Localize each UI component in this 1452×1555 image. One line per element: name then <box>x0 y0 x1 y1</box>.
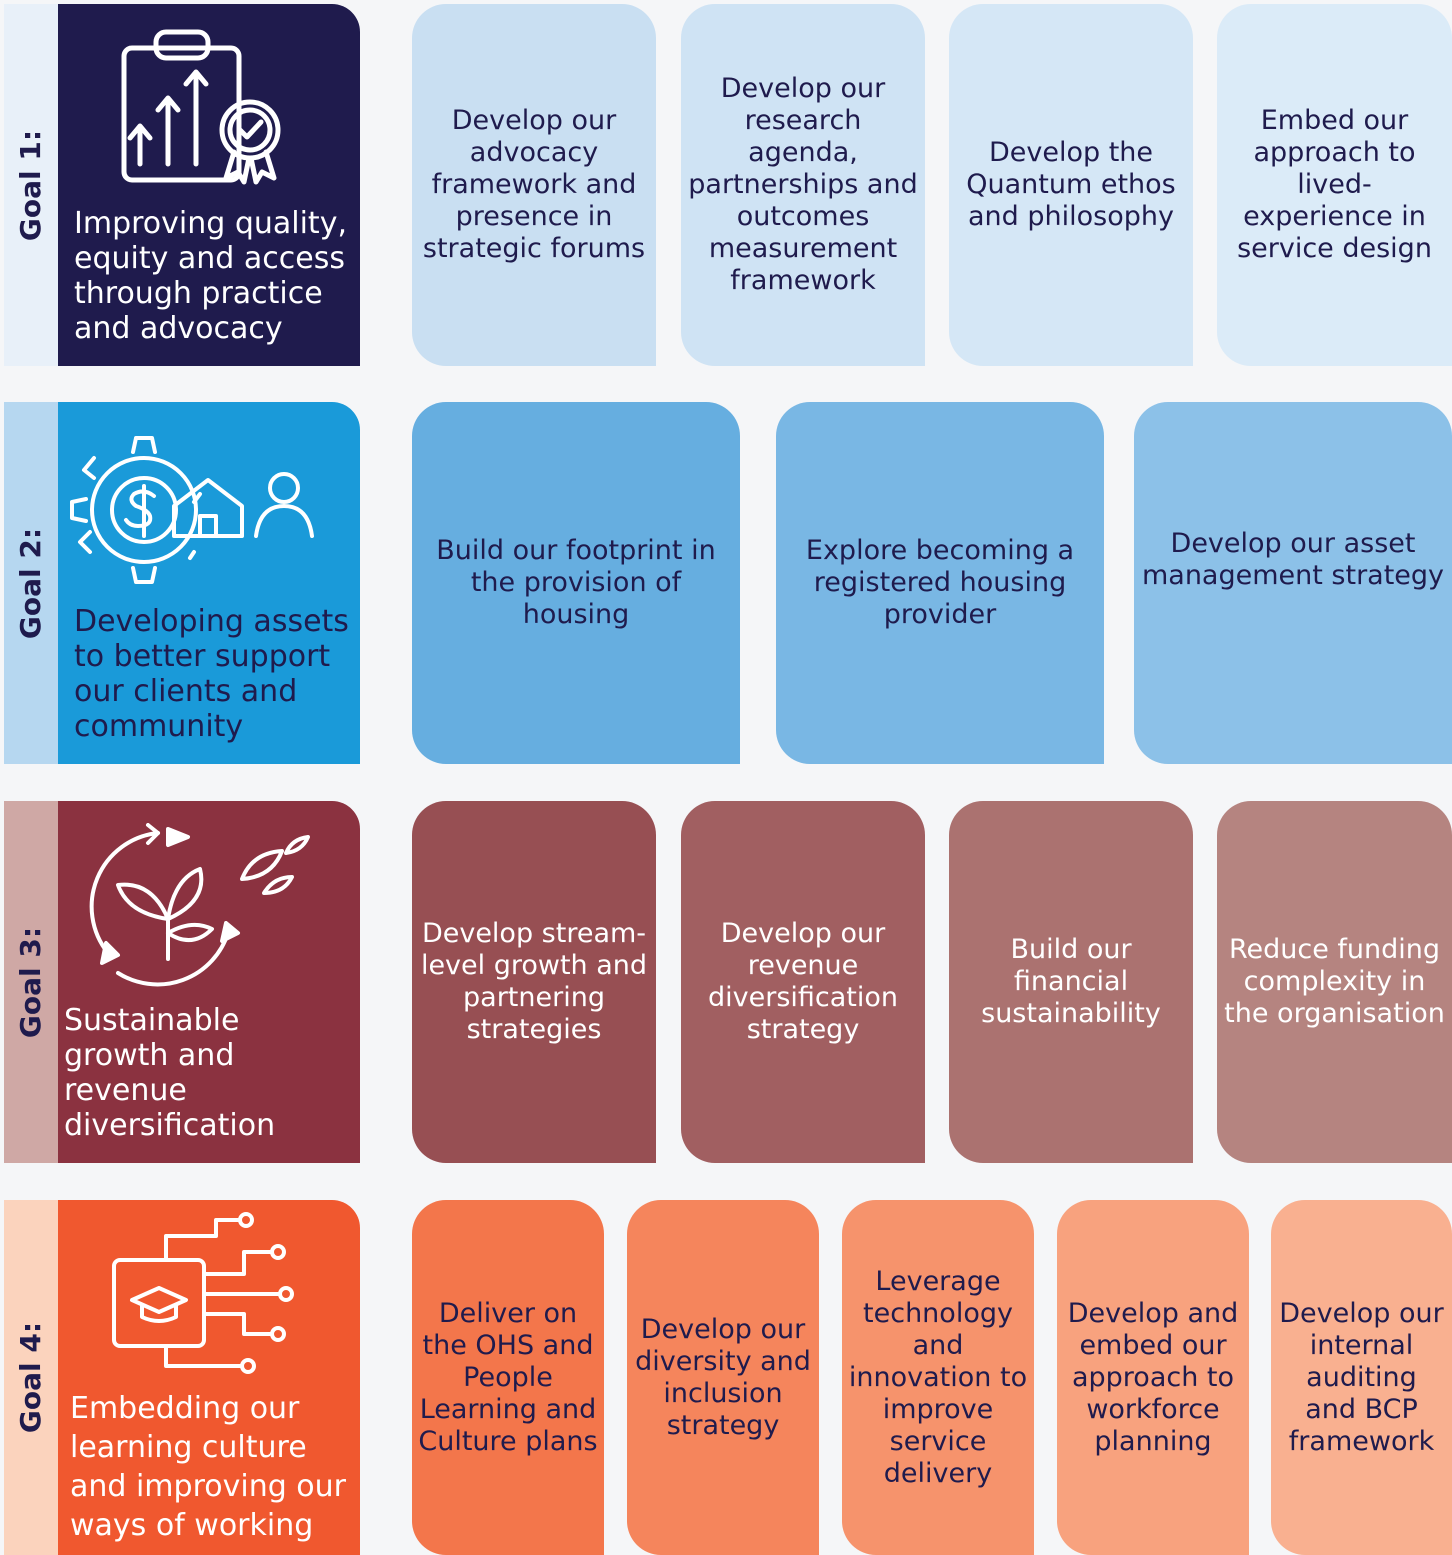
goal-4-label: Goal 4: <box>14 1321 48 1434</box>
goal-3-action-4: Reduce funding complexity in the organis… <box>1217 801 1452 1163</box>
goal-4-panel: Goal 4: Embedding our learning culture a… <box>4 1200 360 1555</box>
goal-1-panel: Goal 1: Improving quality, equity and ac… <box>4 4 360 366</box>
goal-4-action-5: Develop our internal auditing and BCP fr… <box>1271 1200 1452 1555</box>
goal-3-panel: Goal 3: Sustainable growth and revenue d… <box>4 801 360 1163</box>
goal-3-main: Sustainable growth and revenue diversifi… <box>58 801 360 1163</box>
goal-4-main: Embedding our learning culture and impro… <box>58 1200 360 1555</box>
goal-4-strip <box>4 1200 58 1555</box>
goal-3-label: Goal 3: <box>14 926 48 1038</box>
goal-1-action-1: Develop our advocacy framework and prese… <box>412 4 656 366</box>
goal-1-main: Improving quality, equity and access thr… <box>58 4 360 366</box>
goal-row-2: Goal 2: Developing assets to better supp… <box>0 402 1452 764</box>
goal-2-title: Developing assets to better support our … <box>74 604 349 744</box>
goal-1-title: Improving quality, equity and access thr… <box>74 206 347 346</box>
goal-4-action-2: Develop our diversity and inclusion stra… <box>627 1200 819 1555</box>
goal-4-title: Embedding our learning culture and impro… <box>70 1391 346 1543</box>
goal-2-strip <box>4 402 58 764</box>
goal-row-1: Goal 1: Improving quality, equity and ac… <box>0 4 1452 366</box>
goal-2-label: Goal 2: <box>14 527 48 639</box>
graduation-cap-circuit-icon <box>112 1212 294 1374</box>
goal-3-action-3: Build our financial sustainability <box>949 801 1193 1163</box>
goal-row-3: Goal 3: Sustainable growth and revenue d… <box>0 801 1452 1163</box>
goal-2-action-1: Build our footprint in the provision of … <box>412 402 740 764</box>
cycle-leaves-icon <box>89 823 310 987</box>
clipboard-chart-badge-icon <box>121 29 281 185</box>
goal-row-4: Goal 4: Embedding our learning culture a… <box>0 1200 1452 1555</box>
gear-dollar-house-person-icon <box>70 436 314 584</box>
goal-4-action-4: Develop and embed our approach to workfo… <box>1057 1200 1249 1555</box>
goal-4-action-1: Deliver on the OHS and People Learning a… <box>412 1200 604 1555</box>
goal-2-main: Developing assets to better support our … <box>58 402 360 764</box>
goal-4-action-3: Leverage technology and innovation to im… <box>842 1200 1034 1555</box>
goal-1-action-2: Develop our research agenda, partnership… <box>681 4 925 366</box>
goal-3-strip <box>4 801 58 1163</box>
goal-1-label: Goal 1: <box>14 129 48 241</box>
goal-3-action-2: Develop our revenue diversification stra… <box>681 801 925 1163</box>
goal-3-action-1: Develop stream-level growth and partneri… <box>412 801 656 1163</box>
goal-2-action-2: Explore becoming a registered housing pr… <box>776 402 1104 764</box>
goal-2-action-3: Develop our asset management strategy <box>1134 402 1452 764</box>
goal-1-action-4: Embed our approach to lived-experience i… <box>1217 4 1452 366</box>
goal-3-title: Sustainable growth and revenue diversifi… <box>64 1003 276 1143</box>
goal-1-action-3: Develop the Quantum ethos and philosophy <box>949 4 1193 366</box>
goal-2-panel: Goal 2: Developing assets to better supp… <box>4 402 360 764</box>
goal-1-strip <box>4 4 58 366</box>
